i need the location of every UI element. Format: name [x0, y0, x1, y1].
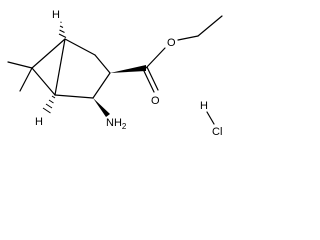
label-h-top: H — [52, 9, 60, 21]
wedge-bond-ester — [110, 65, 146, 73]
ester-bonds — [142, 15, 223, 93]
hash-bond-h-bottom — [42, 95, 56, 114]
label-h-bottom: H — [35, 116, 43, 128]
skeleton-bonds — [7, 38, 111, 99]
label-oxygen-ester: O — [167, 37, 176, 49]
label-hcl-cl: Cl — [212, 126, 222, 138]
wedge-bond-amine — [93, 98, 110, 117]
hcl-bond — [206, 111, 215, 125]
label-oxygen-carbonyl: O — [151, 95, 160, 107]
structure-diagram: H O O NH2 — [7, 9, 223, 138]
label-amine: NH2 — [106, 117, 127, 131]
label-hcl-h: H — [200, 100, 208, 112]
hash-bond-h-top — [58, 21, 67, 38]
